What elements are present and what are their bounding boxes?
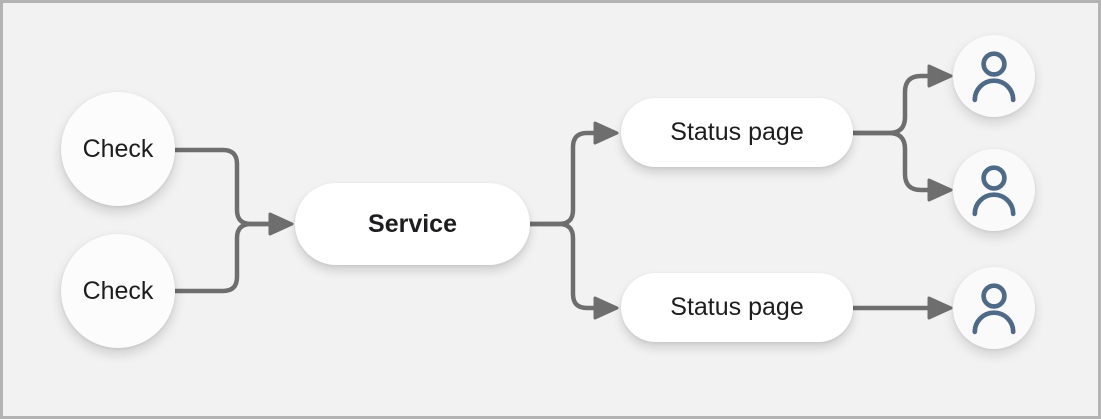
user-icon: [972, 165, 1016, 217]
edge-status1-user1: [853, 73, 928, 136]
edge-service-status2: [530, 221, 594, 311]
service-label: Service: [368, 209, 457, 238]
status-page-1-label: Status page: [670, 118, 804, 146]
node-status-page-2: Status page: [621, 273, 853, 342]
arrowhead-user3: [927, 296, 953, 320]
edge-check1-service: [175, 147, 269, 227]
check-1-label: Check: [82, 134, 154, 163]
arrowhead-user1: [927, 64, 953, 88]
edge-check2-service: [175, 221, 269, 294]
arrowhead-user2: [927, 178, 953, 202]
arrowhead-status1: [593, 121, 619, 145]
arrowhead-service: [268, 212, 294, 236]
edge-service-status1: [530, 130, 594, 227]
node-status-page-1: Status page: [621, 98, 853, 167]
node-user-1: [953, 35, 1035, 117]
edge-status1-user2: [853, 130, 928, 193]
node-service: Service: [295, 183, 530, 265]
check-2-label: Check: [82, 276, 154, 305]
node-check-2: Check: [61, 234, 175, 348]
node-user-3: [953, 267, 1035, 349]
user-icon: [972, 51, 1016, 103]
status-page-2-label: Status page: [670, 293, 804, 321]
connector-arrows: [175, 64, 953, 320]
user-icon: [972, 283, 1016, 335]
arrowhead-status2: [593, 296, 619, 320]
node-user-2: [953, 149, 1035, 231]
node-check-1: Check: [61, 92, 175, 206]
